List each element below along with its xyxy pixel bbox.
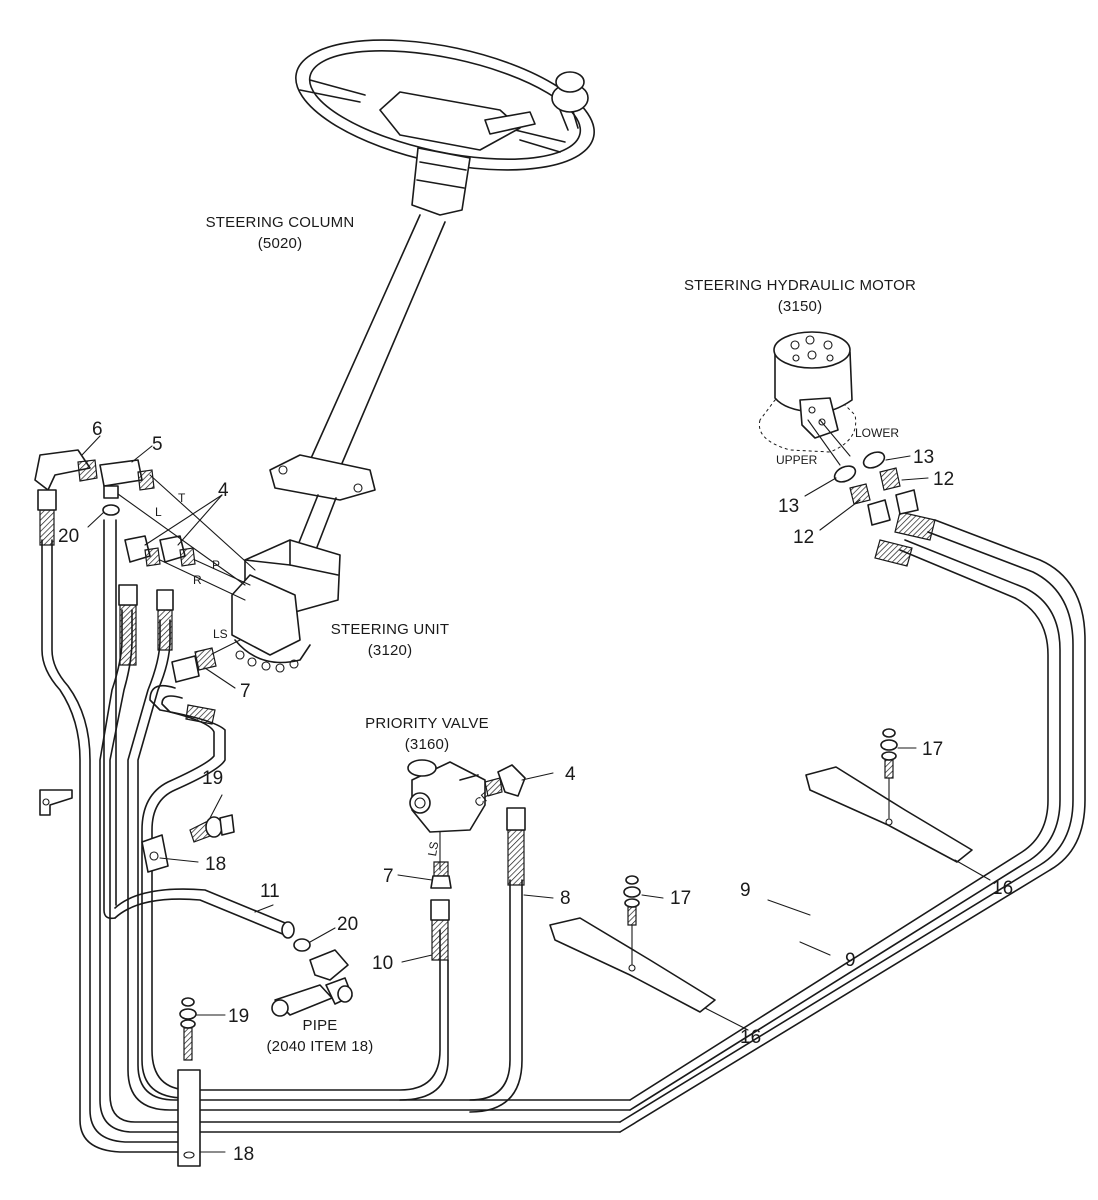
label-pipe: PIPE bbox=[303, 1017, 338, 1034]
callout-16-left: 16 bbox=[740, 1027, 761, 1048]
callout-20-top: 20 bbox=[58, 526, 79, 547]
callout-8: 8 bbox=[560, 888, 571, 909]
callout-18-bottom: 18 bbox=[233, 1144, 254, 1165]
callout-7-unit: 7 bbox=[240, 681, 251, 702]
steering-column bbox=[269, 147, 471, 561]
callout-5: 5 bbox=[152, 434, 163, 455]
label-steering-motor-code: (3150) bbox=[778, 298, 823, 315]
elbow-fittings-4 bbox=[124, 535, 196, 567]
label-steering-motor: STEERING HYDRAULIC MOTOR bbox=[684, 277, 916, 294]
adapter-7-unit bbox=[171, 647, 217, 683]
port-lower: LOWER bbox=[855, 426, 899, 440]
callout-13-left: 13 bbox=[778, 496, 799, 517]
steering-hydraulic-motor bbox=[758, 331, 857, 466]
callout-12-right: 12 bbox=[933, 469, 954, 490]
callout-16-right: 16 bbox=[992, 878, 1013, 899]
washer-20-top bbox=[102, 504, 120, 516]
clamp-18-mid bbox=[141, 834, 169, 873]
callout-18-mid: 18 bbox=[205, 854, 226, 875]
elbow-fitting-4-valve bbox=[484, 764, 526, 797]
tee-fitting-5 bbox=[99, 459, 155, 499]
bolt-19-mid bbox=[189, 814, 235, 843]
port-ls-valve: LS bbox=[425, 840, 441, 857]
callout-6: 6 bbox=[92, 419, 103, 440]
label-priority-valve-code: (3160) bbox=[405, 736, 450, 753]
callout-19-mid: 19 bbox=[202, 768, 223, 789]
bolt-17-right bbox=[880, 728, 898, 819]
callout-17-left: 17 bbox=[670, 888, 691, 909]
hose-bundle bbox=[37, 489, 631, 1153]
washer-20-pipe bbox=[293, 938, 311, 952]
leader-lines bbox=[81, 435, 991, 1153]
steering-wheel bbox=[295, 39, 595, 171]
tube-11 bbox=[114, 888, 295, 939]
callout-10: 10 bbox=[372, 953, 393, 974]
bolt-19-bottom bbox=[179, 997, 197, 1061]
callout-17-right: 17 bbox=[922, 739, 943, 760]
label-priority-valve: PRIORITY VALVE bbox=[365, 715, 489, 732]
clamp-18-bottom bbox=[177, 1069, 201, 1167]
port-l: L bbox=[155, 505, 162, 519]
label-pipe-code: (2040 ITEM 18) bbox=[266, 1038, 373, 1055]
callout-9-upper: 9 bbox=[740, 880, 751, 901]
pipe-tee bbox=[271, 949, 353, 1017]
callout-4-valve: 4 bbox=[565, 764, 576, 785]
callout-numbers: 6 5 4 20 7 19 18 11 20 19 18 4 7 10 8 17… bbox=[58, 419, 1013, 1165]
label-steering-column: STEERING COLUMN bbox=[206, 214, 355, 231]
callout-7-valve: 7 bbox=[383, 866, 394, 887]
callout-19-bottom: 19 bbox=[228, 1006, 249, 1027]
port-p: P bbox=[212, 558, 220, 572]
port-ls-unit: LS bbox=[213, 627, 228, 641]
port-r: R bbox=[193, 573, 202, 587]
port-upper: UPPER bbox=[776, 453, 818, 467]
bracket-mid bbox=[39, 789, 73, 816]
callout-20-pipe: 20 bbox=[337, 914, 358, 935]
adapter-7-valve bbox=[430, 861, 452, 889]
label-steering-column-code: (5020) bbox=[258, 235, 303, 252]
callout-9-lower: 9 bbox=[845, 950, 856, 971]
callout-4-unit: 4 bbox=[218, 480, 229, 501]
label-steering-unit-code: (3120) bbox=[368, 642, 413, 659]
port-t: T bbox=[178, 491, 186, 505]
priority-valve bbox=[407, 759, 486, 871]
callout-12-left: 12 bbox=[793, 527, 814, 548]
assembly-labels: STEERING COLUMN (5020) STEERING HYDRAULI… bbox=[206, 214, 916, 1055]
unit-port-leaders bbox=[117, 474, 256, 655]
label-steering-unit: STEERING UNIT bbox=[331, 621, 449, 638]
motor-fittings bbox=[833, 451, 919, 526]
steering-unit bbox=[231, 539, 341, 673]
lines-9 bbox=[619, 511, 1086, 1133]
bolt-17-left bbox=[623, 875, 641, 966]
elbow-fitting-6 bbox=[34, 449, 98, 491]
callout-13-right: 13 bbox=[913, 447, 934, 468]
callout-11: 11 bbox=[260, 881, 280, 902]
